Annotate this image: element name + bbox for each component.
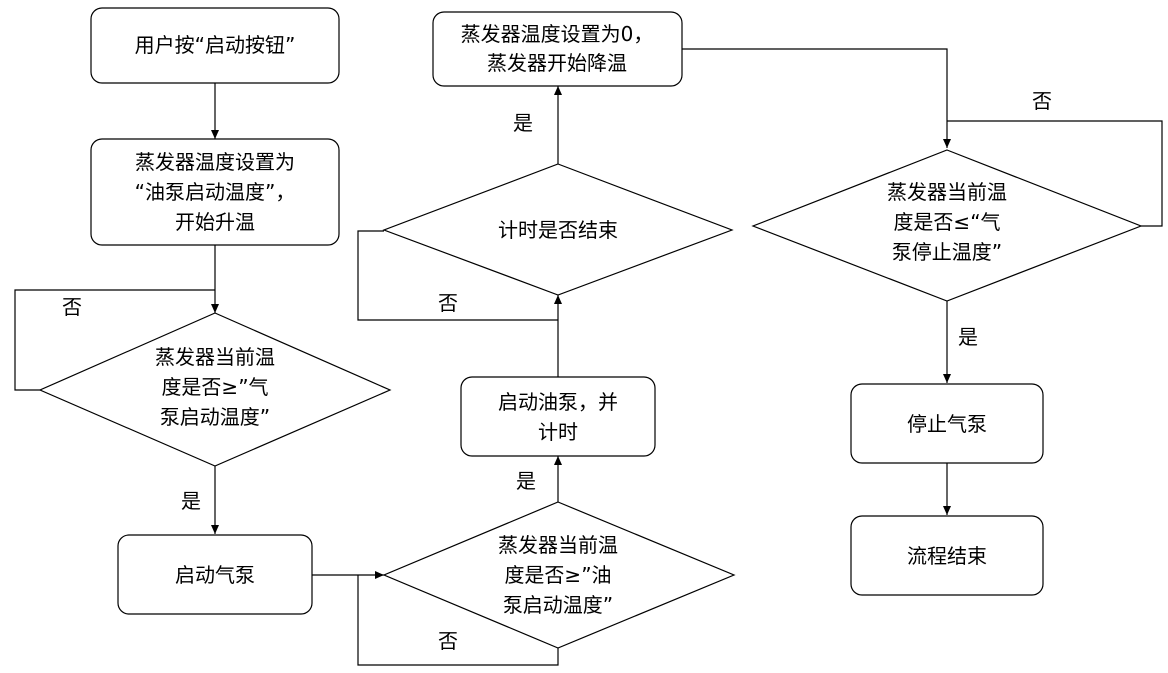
node-text: 蒸发器当前温 — [887, 180, 1007, 204]
label-yes-oil-start: 是 — [516, 469, 536, 493]
node-start-gas-pump: 启动气泵 — [117, 534, 313, 615]
label-yes-gas-start: 是 — [181, 489, 201, 513]
node-text: 度是否≥”油 — [504, 563, 611, 587]
edge-labels: 否 是 否 是 否 是 否 是 — [62, 89, 1052, 653]
edge-loop-no-gas-start — [14, 289, 215, 391]
node-text: 泵停止温度” — [892, 240, 1002, 264]
node-text: 开始升温 — [175, 210, 255, 234]
label-no-timer: 否 — [438, 291, 458, 315]
node-text: 用户按“启动按钮” — [135, 33, 296, 57]
edge-loop-no-gas-stop — [947, 120, 1163, 227]
node-text: 启动气泵 — [175, 563, 255, 587]
node-text: 蒸发器温度设置为 — [135, 150, 295, 174]
node-set-evap-oil: 蒸发器温度设置为 “油泵启动温度”， 开始升温 — [90, 138, 340, 246]
edge-set-zero-to-check-stop — [682, 48, 951, 148]
node-text: 启动油泵，并 — [498, 390, 618, 414]
node-text: 泵启动温度” — [503, 593, 613, 617]
node-text: 流程结束 — [907, 544, 987, 568]
connectors — [14, 48, 1163, 666]
node-text: 计时 — [538, 420, 578, 444]
label-yes-timer: 是 — [513, 111, 533, 135]
node-process-end: 流程结束 — [850, 515, 1044, 596]
node-text: 停止气泵 — [907, 412, 987, 436]
node-set-evap-zero: 蒸发器温度设置为0， 蒸发器开始降温 — [432, 11, 683, 87]
node-check-gas-stop: 蒸发器当前温 度是否≤“气 泵停止温度” — [751, 149, 1143, 302]
node-check-oil-start: 蒸发器当前温 度是否≥”油 泵启动温度” — [382, 501, 736, 649]
node-text: 蒸发器当前温 — [155, 345, 275, 369]
node-check-gas-start: 蒸发器当前温 度是否≥”气 泵启动温度” — [38, 312, 392, 467]
label-no-gas-stop: 否 — [1032, 89, 1052, 113]
node-text: 泵启动温度” — [160, 405, 270, 429]
label-no-oil-start: 否 — [438, 629, 458, 653]
node-text: “油泵启动温度”， — [135, 180, 296, 204]
node-timer-end: 计时是否结束 — [382, 163, 734, 296]
node-stop-gas-pump: 停止气泵 — [850, 383, 1044, 464]
node-press-start: 用户按“启动按钮” — [90, 7, 340, 84]
edge-loop-no-timer — [357, 230, 558, 321]
node-text: 度是否≥”气 — [161, 375, 268, 399]
edge-loop-no-oil-start — [357, 575, 559, 666]
label-no-gas-start: 否 — [62, 295, 82, 319]
label-yes-gas-stop: 是 — [958, 325, 978, 349]
node-text: 蒸发器当前温 — [498, 533, 618, 557]
node-text: 蒸发器开始降温 — [487, 51, 627, 75]
node-text: 度是否≤“气 — [893, 210, 1000, 234]
node-text: 计时是否结束 — [498, 218, 618, 242]
node-text: 蒸发器温度设置为0， — [461, 22, 654, 46]
node-start-oil-pump: 启动油泵，并 计时 — [460, 376, 656, 457]
